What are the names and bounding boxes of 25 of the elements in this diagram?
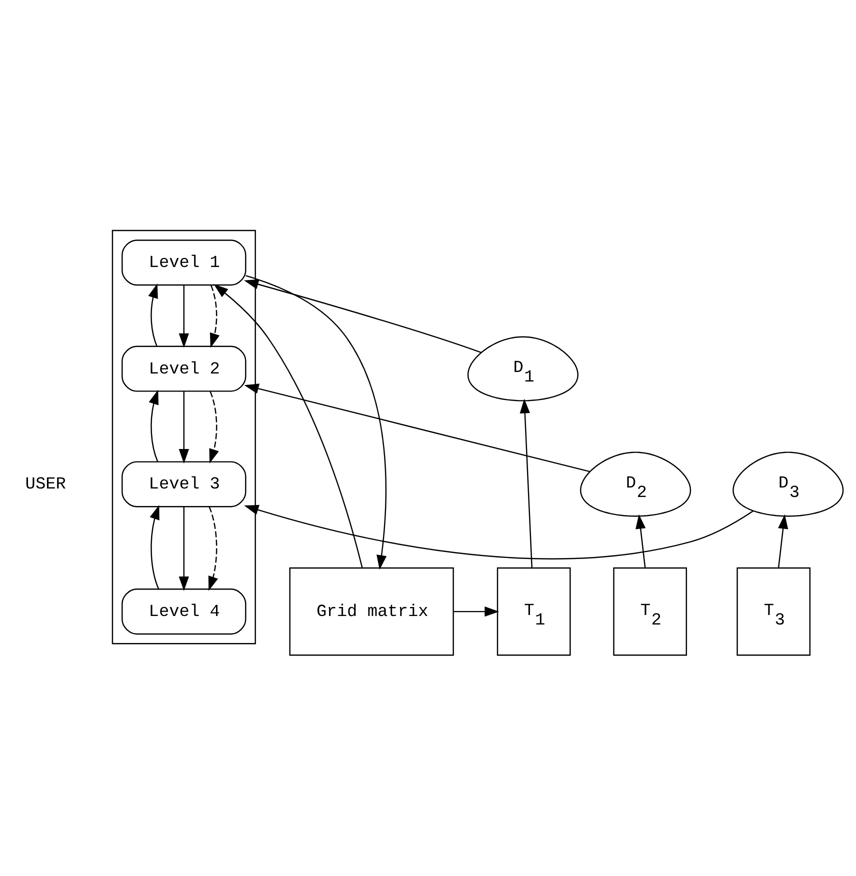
arrow	[148, 284, 158, 346]
node-box: Level 2	[122, 346, 246, 392]
arrow	[214, 284, 363, 568]
label: USER	[25, 476, 66, 495]
arrow	[778, 514, 788, 568]
arrow	[208, 506, 218, 591]
arrow	[178, 392, 189, 464]
arrow	[246, 275, 387, 570]
arrow	[209, 391, 219, 464]
arrow	[244, 384, 590, 472]
cluster	[112, 230, 256, 644]
arrow	[453, 606, 500, 617]
arrow	[178, 506, 189, 591]
node-box: Level 4	[122, 588, 246, 635]
node-box: Level 1	[122, 240, 246, 286]
arrow	[520, 398, 533, 568]
arrow	[178, 285, 189, 348]
node-box: Grid matrix	[289, 567, 454, 656]
arrow	[210, 285, 220, 348]
node-box: Level 3	[122, 461, 246, 508]
arrow	[244, 504, 754, 560]
arrow	[636, 514, 646, 568]
arrow	[244, 279, 482, 353]
arrow	[150, 505, 160, 590]
arrow	[148, 390, 159, 462]
